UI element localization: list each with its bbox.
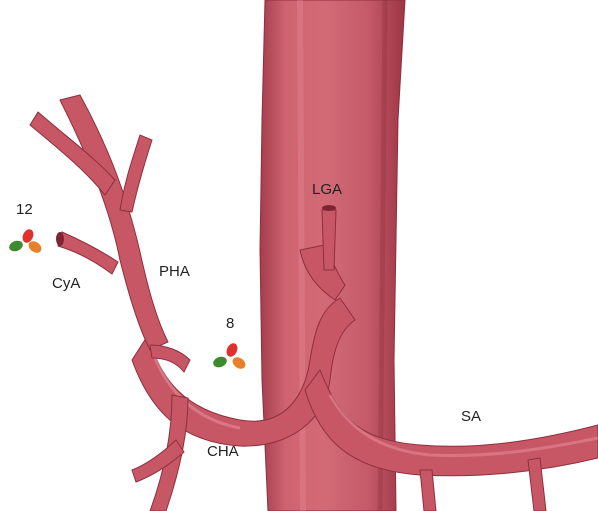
node-station-12-icons [8, 228, 48, 258]
proper-hepatic-artery [30, 95, 190, 372]
label-cha: CHA [207, 444, 239, 459]
red-node-icon [225, 342, 240, 358]
label-cya: CyA [52, 276, 80, 291]
label-lga: LGA [312, 182, 342, 197]
node-station-12-number: 12 [16, 202, 33, 217]
label-sa: SA [461, 409, 481, 424]
left-gastric-artery [322, 205, 336, 270]
green-node-icon [8, 239, 24, 253]
green-node-icon [212, 355, 229, 369]
node-station-8-icons [210, 342, 250, 372]
orange-node-icon [230, 355, 247, 371]
node-station-8-number: 8 [226, 316, 234, 331]
gastroduodenal-artery [132, 395, 188, 511]
label-pha: PHA [159, 264, 190, 279]
